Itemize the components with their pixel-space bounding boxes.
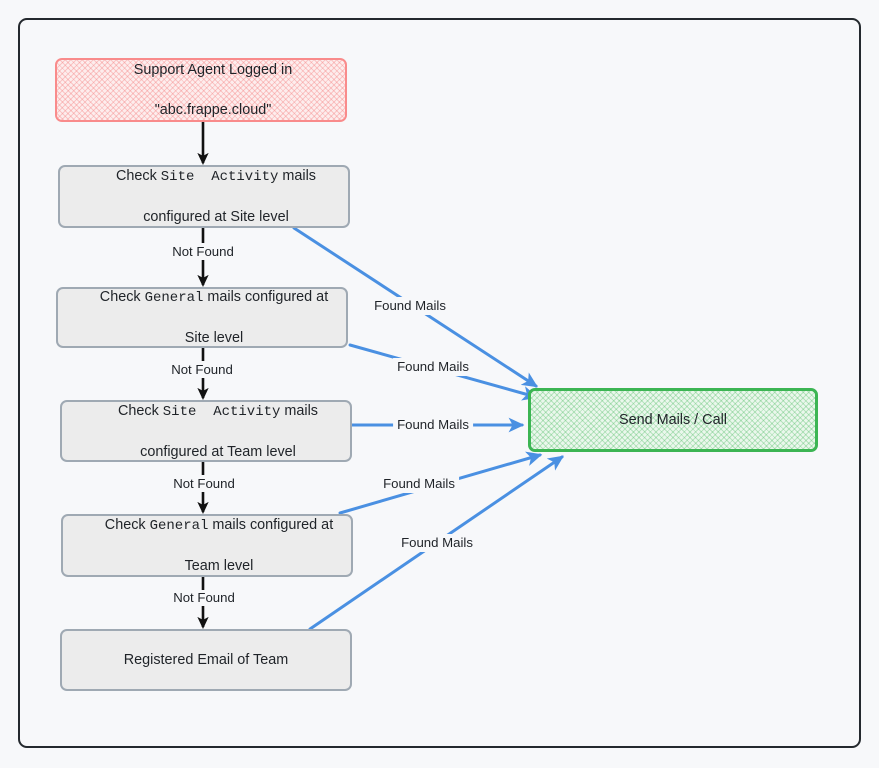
node-site-activity-team-label: Check Site Activity mails configured at … xyxy=(94,381,318,482)
edge-label-not-found-2: Not Found xyxy=(166,362,238,378)
edge-label-not-found-3: Not Found xyxy=(168,476,240,492)
node-start-line2: "abc.frappe.cloud" xyxy=(154,102,272,118)
edge-label-found-mails-5: Found Mails xyxy=(397,534,477,552)
node-text-line2: Team level xyxy=(184,558,254,574)
node-text-mono: General xyxy=(144,290,204,306)
node-text-pre: Check xyxy=(104,517,150,533)
node-text-post: mails configured at xyxy=(208,517,334,533)
node-site-activity-site-label: Check Site Activity mails configured at … xyxy=(92,146,316,247)
node-text-line2: configured at Team level xyxy=(140,443,296,460)
node-start-label: Support Agent Logged in "abc.frappe.clou… xyxy=(110,40,292,140)
node-text-line2: configured at Site level xyxy=(143,209,289,225)
node-text-mono: Site Activity xyxy=(160,169,279,185)
node-start[interactable]: Support Agent Logged in "abc.frappe.clou… xyxy=(55,58,347,122)
node-registered-email[interactable]: Registered Email of Team xyxy=(60,629,352,691)
edge-label-found-mails-3: Found Mails xyxy=(393,416,473,434)
edge-label-found-mails-2: Found Mails xyxy=(393,358,473,376)
node-general-site-label: Check General mails configured at Site l… xyxy=(76,267,328,368)
node-general-team-label: Check General mails configured at Team l… xyxy=(81,495,333,596)
node-text-post: mails configured at xyxy=(203,289,329,305)
node-start-line1: Support Agent Logged in xyxy=(133,62,293,78)
node-text-mono: Site Activity xyxy=(162,403,281,420)
node-text-pre: Check xyxy=(99,289,145,305)
node-send-mails-call-label: Send Mails / Call xyxy=(619,412,727,428)
node-registered-email-label: Registered Email of Team xyxy=(123,652,289,668)
node-text-post: mails xyxy=(280,402,318,419)
node-general-team[interactable]: Check General mails configured at Team l… xyxy=(61,514,353,577)
node-text-pre: Check xyxy=(115,168,161,184)
node-text-post: mails xyxy=(278,168,316,184)
node-text-line2: Site level xyxy=(184,330,244,346)
node-send-mails-call[interactable]: Send Mails / Call xyxy=(528,388,818,452)
node-site-activity-team[interactable]: Check Site Activity mails configured at … xyxy=(60,400,352,462)
edge-label-not-found-4: Not Found xyxy=(168,590,240,606)
diagram-frame xyxy=(18,18,861,748)
node-site-activity-site[interactable]: Check Site Activity mails configured at … xyxy=(58,165,350,228)
edge-label-found-mails-1: Found Mails xyxy=(370,297,450,315)
node-text-pre: Check xyxy=(117,402,163,419)
edge-label-found-mails-4: Found Mails xyxy=(379,475,459,493)
edge-label-not-found-1: Not Found xyxy=(167,244,239,260)
node-text-mono: General xyxy=(149,518,209,534)
node-general-site[interactable]: Check General mails configured at Site l… xyxy=(56,287,348,348)
